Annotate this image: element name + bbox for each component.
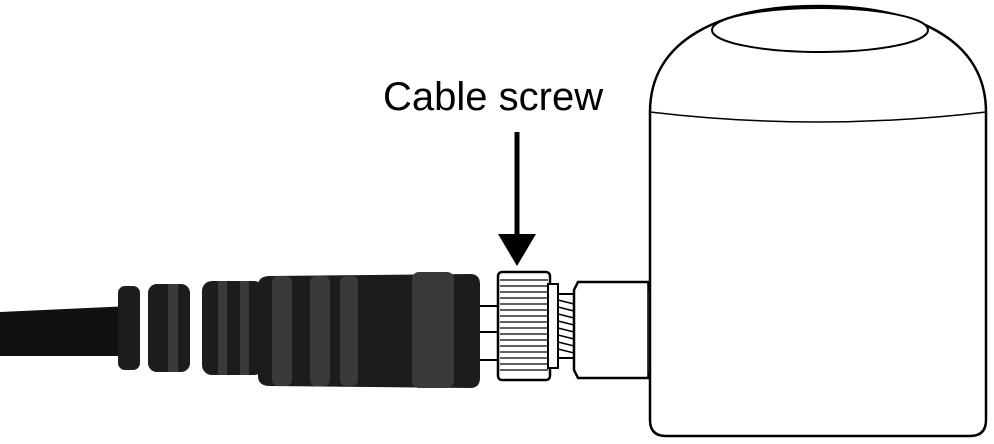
callout-arrow	[498, 132, 536, 266]
connector-pins	[480, 305, 500, 361]
knurl-lines	[500, 279, 548, 371]
cable-grip	[118, 281, 264, 375]
cable-screw	[496, 270, 559, 382]
connector-boot	[258, 272, 480, 388]
thread	[557, 293, 575, 359]
thread-lines	[557, 299, 575, 354]
sensor-housing	[648, 4, 988, 438]
callout-label: Cable screw	[383, 75, 603, 119]
cable	[0, 306, 130, 356]
dome-top	[711, 7, 929, 53]
